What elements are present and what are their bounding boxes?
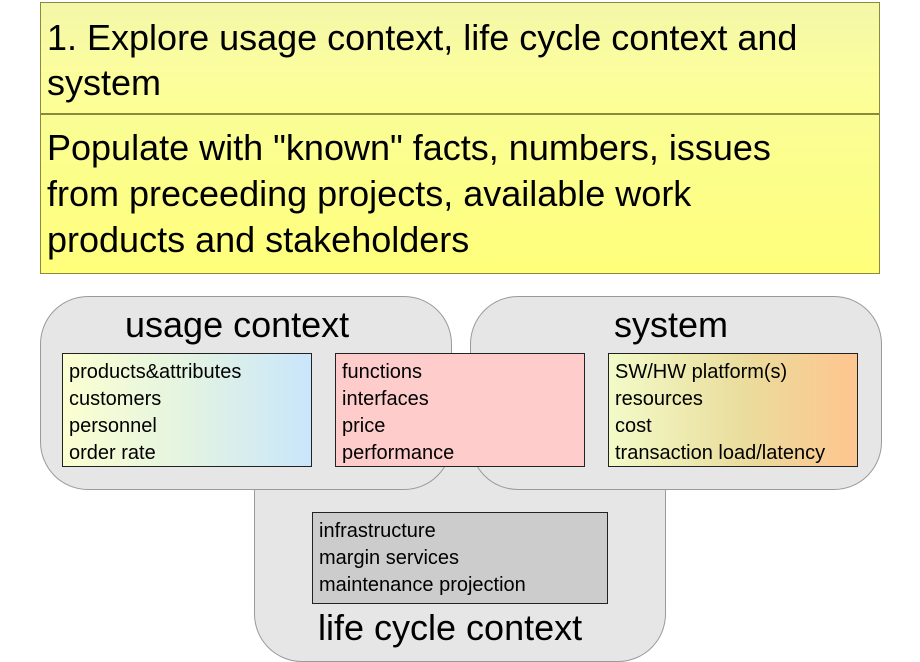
usage-item: customers (69, 388, 162, 410)
step-description-line-1: Populate with "known" facts, numbers, is… (47, 127, 771, 168)
system-item: SW/HW platform(s) (615, 361, 788, 383)
usage-item: order rate (69, 442, 156, 464)
step-title-line-1: 1. Explore usage context, life cycle con… (47, 17, 798, 58)
system-item: cost (615, 415, 652, 437)
step-title-banner: 1. Explore usage context, life cycle con… (40, 2, 880, 114)
lifecycle-context-title: life cycle context (318, 607, 583, 648)
usage-context-items-box: products&attributes customers personnel … (62, 353, 312, 467)
usage-item: personnel (69, 415, 157, 437)
usage-item: products&attributes (69, 361, 242, 383)
step-description-line-2: from preceeding projects, available work (47, 173, 692, 214)
system-items-box: SW/HW platform(s) resources cost transac… (608, 353, 858, 467)
step-description-banner: Populate with "known" facts, numbers, is… (40, 114, 880, 274)
step-title-line-2: system (47, 62, 162, 103)
system-item: transaction load/latency (615, 442, 826, 464)
lifecycle-item: infrastructure (319, 520, 436, 542)
system-item: resources (615, 388, 703, 410)
functions-item: performance (342, 442, 455, 464)
functions-items-box: functions interfaces price performance (335, 353, 585, 467)
lifecycle-items-box: infrastructure margin services maintenan… (312, 512, 608, 604)
step-description-line-3: products and stakeholders (47, 219, 470, 260)
lifecycle-item: margin services (319, 547, 460, 569)
functions-item: functions (342, 361, 423, 383)
functions-item: price (342, 415, 386, 437)
functions-item: interfaces (342, 388, 429, 410)
lifecycle-item: maintenance projection (319, 574, 526, 596)
system-context-title: system (614, 304, 729, 345)
usage-context-title: usage context (125, 304, 350, 345)
